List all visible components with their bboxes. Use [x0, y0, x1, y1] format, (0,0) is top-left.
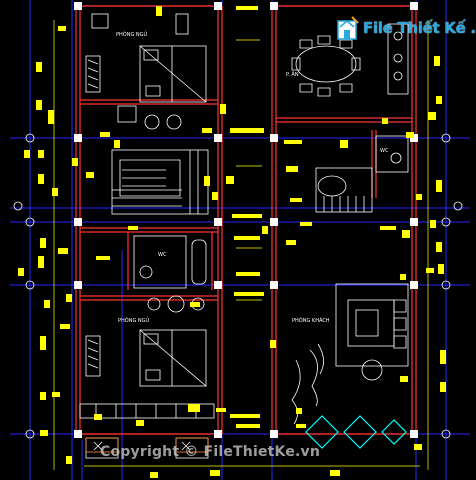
dimension-lines	[53, 20, 429, 470]
house-drawing-icon	[336, 15, 360, 41]
furniture	[79, 13, 409, 459]
axis-markers	[13, 133, 463, 439]
room-label-living: PHÒNG KHÁCH	[292, 317, 330, 324]
logo-text: File Thiết Kế .vn	[363, 19, 476, 37]
kitchen-counter	[387, 23, 409, 95]
wardrobe-top	[85, 55, 101, 93]
dining-table	[295, 45, 357, 83]
copyright-watermark: Copyright © FileThietKe.vn	[100, 444, 321, 460]
wc-top	[375, 135, 409, 173]
stair-right	[315, 167, 373, 213]
room-label-bedroom-top: PHÒNG NGỦ	[116, 30, 148, 38]
sofa-set	[335, 283, 409, 367]
site-logo[interactable]: File Thiết Kế .vn	[336, 12, 476, 44]
wardrobe-bottom	[85, 335, 101, 377]
bed-bottom	[139, 329, 207, 387]
room-label-bedroom-bottom: PHÒNG NGỦ	[118, 316, 150, 324]
pillars	[74, 2, 418, 438]
room-label-dining: P. ĂN	[286, 71, 299, 78]
room-label-wc-top: WC	[380, 148, 389, 154]
glass-panels	[305, 415, 407, 449]
wc-mid	[133, 235, 187, 289]
dimension-marks	[18, 6, 446, 478]
walls	[75, 5, 417, 435]
bed-top	[139, 45, 207, 103]
room-label-wc-mid: WC	[158, 252, 167, 258]
balcony-floor	[85, 437, 209, 453]
